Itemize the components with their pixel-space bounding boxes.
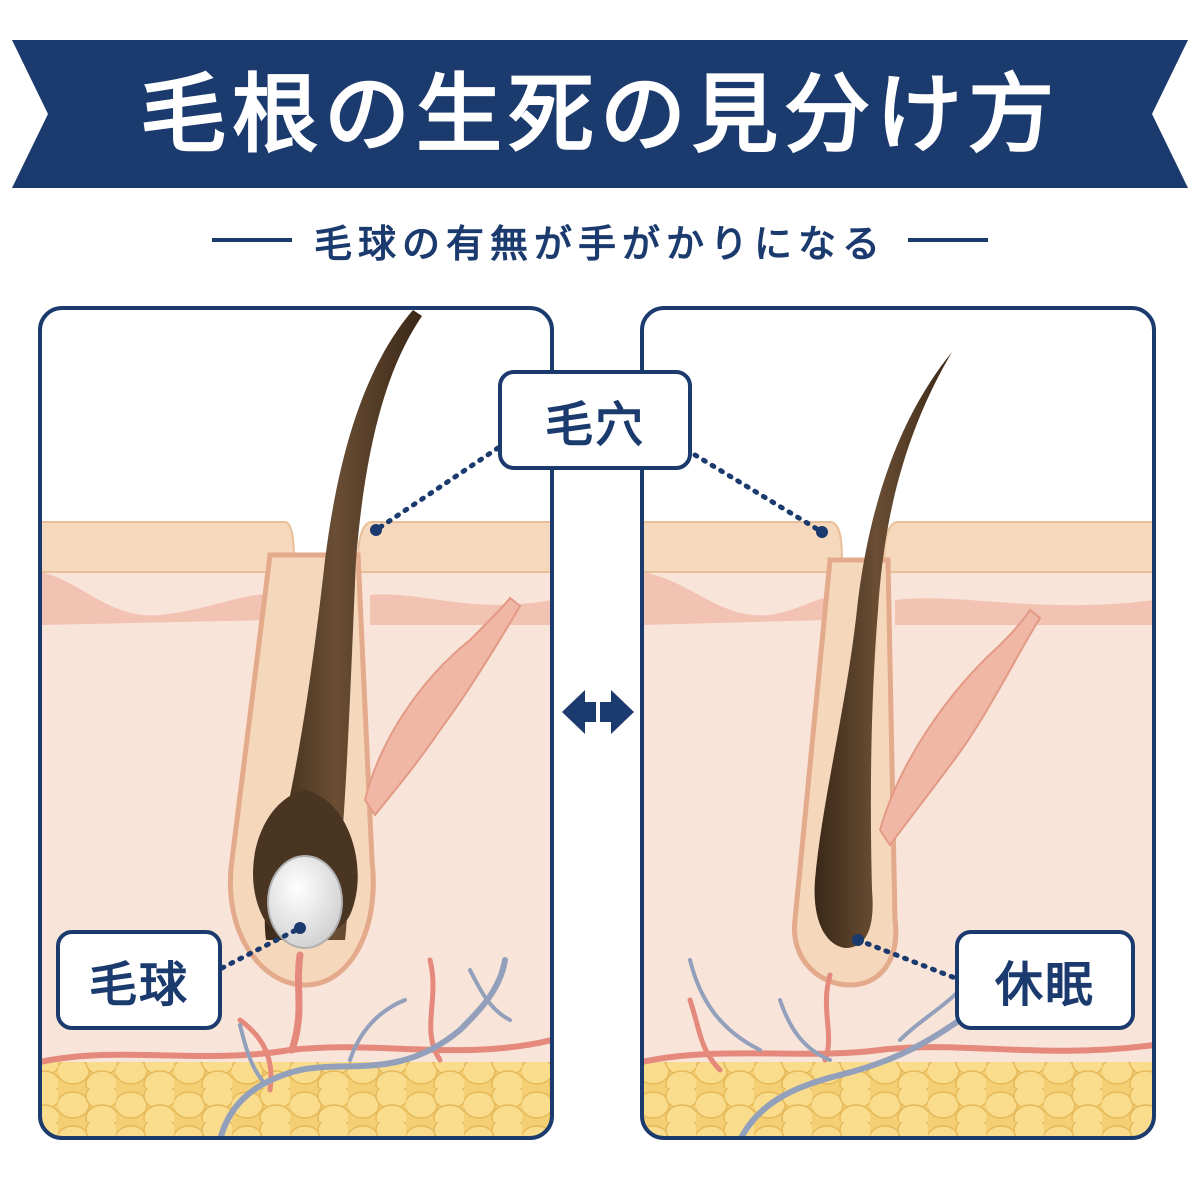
leader-lines: [219, 445, 958, 981]
double-arrow-icon: [562, 690, 634, 734]
left-panel-frame: [38, 306, 554, 1140]
label-bulb: 毛球: [56, 930, 222, 1030]
label-pore: 毛穴: [498, 370, 692, 470]
subtitle-dash-left: [211, 238, 292, 242]
page-title: 毛根の生死の見分け方: [140, 65, 1060, 165]
hair-bulb: [267, 855, 343, 949]
title-banner: [12, 40, 1188, 188]
dormant-hair: [814, 352, 952, 948]
subtitle-row: 毛球の有無が手がかりになる: [0, 215, 1200, 266]
label-dormant: 休眠: [955, 930, 1135, 1030]
right-panel-frame: [640, 306, 1156, 1140]
subtitle: 毛球の有無が手がかりになる: [313, 221, 886, 266]
subtitle-dash-right: [908, 238, 988, 242]
